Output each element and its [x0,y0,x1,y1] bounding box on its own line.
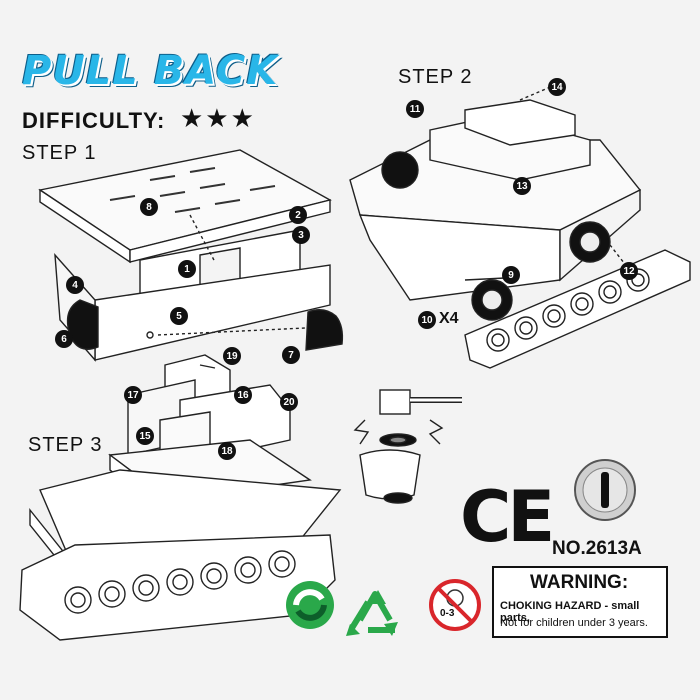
part-number: 11 [406,100,424,118]
step1-chassis-drawing [38,149,344,362]
part-number: 16 [234,386,252,404]
part-number: 10 [418,311,436,329]
part-number: 19 [223,347,241,365]
warning-line-2: Not for children under 3 years. [500,617,648,629]
step-2-label: STEP 2 [398,66,473,88]
step-1-label: STEP 1 [22,142,97,164]
ce-mark: CE [460,476,555,558]
part-number: 6 [55,330,73,348]
step3-turret-parts-drawing [127,354,291,463]
part-number: 13 [513,177,531,195]
part-number: 8 [140,198,158,216]
step3-finished-tank-drawing [19,439,342,641]
part-number: 5 [170,307,188,325]
model-number: NO.2613A [552,538,642,559]
age-badge: 0-3 [440,608,455,619]
part-number: 4 [66,276,84,294]
hammer-icon [353,389,462,504]
recycle-icon [346,590,398,636]
part-number: 18 [218,442,236,460]
warning-line-1: CHOKING HAZARD - small parts, [500,600,640,624]
difficulty-label: DIFFICULTY: [22,108,166,133]
no-children-icon [429,579,481,631]
part-number: 7 [282,346,300,364]
step-3-label: STEP 3 [28,434,103,456]
difficulty-stars-icon: ★★★ [180,103,256,133]
part-number: 12 [620,262,638,280]
part-number: 9 [502,266,520,284]
part-number: 14 [548,78,566,96]
warning-title: WARNING: [530,572,629,593]
wheel-quantity: X4 [439,310,459,327]
part-number: 17 [124,386,142,404]
part-number: 1 [178,260,196,278]
part-number: 2 [289,206,307,224]
product-title: PULL BACK [22,48,279,94]
step2-tank-drawing [349,84,691,369]
part-number: 3 [292,226,310,244]
green-dot-icon [286,581,334,629]
button-icon [574,459,636,521]
part-number: 15 [136,427,154,445]
warning-box: WARNING: CHOKING HAZARD - small parts, N… [492,566,668,638]
part-number: 20 [280,393,298,411]
